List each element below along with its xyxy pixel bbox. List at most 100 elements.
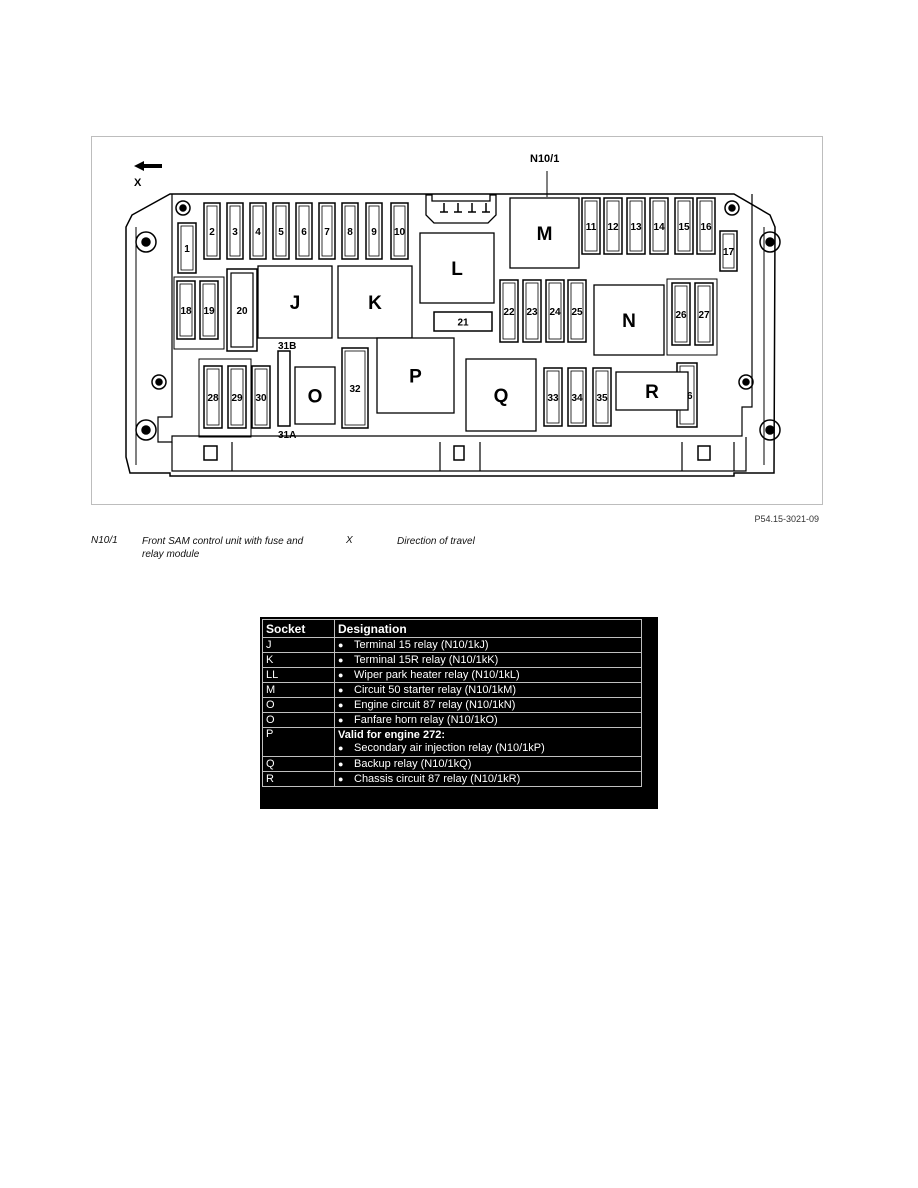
fuse-socket-6 [295,202,313,260]
fuse-insert-17 [722,233,735,269]
fuse-insert-28 [206,368,220,426]
fuse-socket-11 [581,197,601,255]
fuse-insert-26 [674,285,688,343]
row-designation: ● Wiper park heater relay (N10/1kL) [334,667,642,683]
fuse-insert-5 [275,205,287,257]
fuse-insert-19 [202,283,216,337]
row-socket: O [262,712,335,728]
relay-label-M: M [537,224,553,245]
fuse-socket-12 [603,197,623,255]
fuse-label-4: 4 [255,227,261,238]
designation-text: Secondary air injection relay (N10/1kP) [354,742,545,754]
relay-socket-R [615,371,689,411]
legend-term-n10: N10/1 [91,535,118,546]
bullet-icon: ● [338,700,344,710]
fuse-label-27: 27 [698,310,710,321]
fuse-insert-12 [606,200,620,252]
fuse-insert-16 [699,200,713,252]
fuse-socket-34 [567,367,587,427]
relay-socket-O [294,366,336,425]
table-row: LL ●Wiper park heater relay (N10/1kL) [262,667,642,683]
fuse-socket-28 [203,365,223,429]
fuse-socket-32 [341,347,369,429]
table-header-row: Socket Designation [262,619,642,638]
table-row: P Valid for engine 272: ●Secondary air i… [262,727,642,757]
fuse-insert-14 [652,200,666,252]
relay-label-Q: Q [494,386,509,407]
fuse-socket-10 [390,202,409,260]
fuse-socket-9 [365,202,383,260]
fuse-socket-26 [671,282,691,346]
designation-text: Chassis circuit 87 relay (N10/1kR) [354,773,521,785]
row-socket: K [262,652,335,668]
table-row: O ●Fanfare horn relay (N10/1kO) [262,712,642,728]
fuse-socket-33 [543,367,563,427]
fuse-label-5: 5 [278,227,284,238]
relay-socket-N [593,284,665,356]
fuse-insert-29 [230,368,244,426]
designation-text: Wiper park heater relay (N10/1kL) [354,669,520,681]
fuse-socket-16 [696,197,716,255]
row-designation: ●Chassis circuit 87 relay (N10/1kR) [334,771,642,787]
table-row: M ●Circuit 50 starter relay (N10/1kM) [262,682,642,698]
socket-table-panel: Socket Designation J ●Terminal 15 relay … [260,617,658,809]
fuse-label-24: 24 [549,307,561,318]
relay-socket-J [257,265,333,339]
fuse-socket-19 [199,280,219,340]
row-socket: J [262,637,335,653]
fuse-label-7: 7 [324,227,330,238]
relay-socket-Q [465,358,537,432]
relay-label-L: L [451,259,463,280]
row-socket: Q [262,756,335,772]
fuse-socket-15 [674,197,694,255]
fuse-label-29: 29 [231,393,243,404]
fuse-label-18: 18 [180,306,192,317]
fuse-insert-15 [677,200,691,252]
header-designation: Designation [334,619,642,638]
designation-text: Circuit 50 starter relay (N10/1kM) [354,684,516,696]
fuse-label-15: 15 [678,222,690,233]
bullet-icon: ● [338,743,344,753]
bullet-icon: ● [338,640,344,650]
row-socket: R [262,771,335,787]
fuse-label-30: 30 [255,393,267,404]
designation-title: Valid for engine 272: [338,729,445,741]
fuse-insert-1 [180,225,194,271]
fuse-insert-35 [595,370,609,424]
table-row: K ●Terminal 15R relay (N10/1kK) [262,652,642,668]
fuse-socket-21 [433,311,493,332]
bullet-icon: ● [338,715,344,725]
fuse-insert-25 [570,282,584,340]
fuse-socket-25 [567,279,587,343]
relay-label-O: O [308,387,323,408]
fuse-label-10: 10 [394,227,406,238]
bullet-icon: ● [338,759,344,769]
fuse-socket-29 [227,365,247,429]
fuse-label-25: 25 [571,307,583,318]
relay-label-K: K [368,293,382,314]
fuse-insert-34 [570,370,584,424]
fuse-socket-20 [226,268,258,352]
fuse-insert-2 [206,205,218,257]
fuse-insert-3 [229,205,241,257]
relay-label-R: R [645,382,659,403]
fuse-insert-23 [525,282,539,340]
fuse-label-16: 16 [700,222,712,233]
fuse-insert-6 [298,205,310,257]
bullet-icon: ● [338,670,344,680]
fuse-insert-18 [179,283,193,337]
fuse-insert-24 [548,282,562,340]
row-socket: M [262,682,335,698]
fuse-socket-35 [592,367,612,427]
row-designation: ●Engine circuit 87 relay (N10/1kN) [334,697,642,713]
fuse-insert-33 [546,370,560,424]
fuse-socket-27 [694,282,714,346]
fuse-label-2: 2 [209,227,215,238]
fuse-socket-7 [318,202,336,260]
fuse-insert-27 [697,285,711,343]
fuse-insert-11 [584,200,598,252]
fuse-label-31A: 31A [278,430,296,441]
fuse-insert-22 [502,282,516,340]
table-row: Q ●Backup relay (N10/1kQ) [262,756,642,772]
fuse-socket-5 [272,202,290,260]
